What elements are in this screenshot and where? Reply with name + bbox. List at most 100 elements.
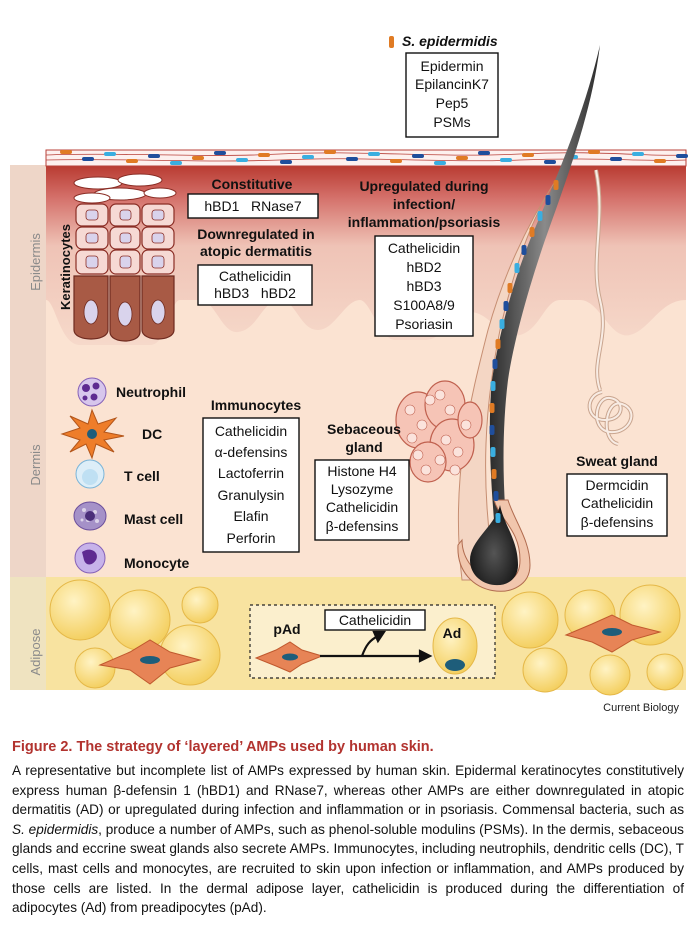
sweat-amp-box (566, 473, 668, 537)
adipocytes (49, 579, 684, 696)
sebocyte (424, 394, 436, 406)
upregulated-amp: Psoriasin (395, 316, 453, 332)
bacterium (489, 403, 495, 413)
bacterium (545, 195, 551, 205)
constitutive-amp-box (187, 193, 319, 219)
sebocyte (452, 446, 464, 458)
bacterium (456, 156, 468, 160)
sebaceous-amp: β-defensins (326, 518, 399, 534)
downregulated-title: atopic dermatitis (200, 243, 312, 259)
cell-label-dc: DC (142, 426, 162, 442)
bacterium (104, 152, 116, 156)
cell-label-t-cell: T cell (124, 468, 160, 484)
immunocytes-title: Immunocytes (211, 397, 301, 413)
downregulated-amp: Cathelicidin (219, 268, 291, 284)
bacteria-hair (489, 180, 559, 523)
upregulated-title: Upregulated during (359, 178, 488, 194)
downregulated-amp-box (197, 264, 313, 306)
sebaceous-amp: Lysozyme (331, 481, 394, 497)
layer-strip-adipose (10, 577, 46, 690)
bacterium (236, 158, 248, 162)
bacterium (610, 157, 622, 161)
sebaceous-gland-shape (395, 380, 483, 483)
bacterium (553, 180, 559, 190)
keratinocytes-label: Keratinocytes (58, 224, 73, 310)
sebaceous-amp-list: Histone H4 Lysozyme Cathelicidin β-defen… (326, 463, 399, 534)
bacteria-amp-list: Epidermin EpilancinK7 Pep5 PSMs (415, 58, 489, 130)
bacterium (544, 160, 556, 164)
differentiation-arrow (320, 630, 433, 663)
bacterium (346, 157, 358, 161)
bacterium (676, 154, 688, 158)
bacterium (390, 159, 402, 163)
immunocyte-amp: α-defensins (215, 444, 288, 460)
upregulated-amp-box (374, 235, 474, 337)
ad-cell (432, 617, 478, 675)
bacterium (126, 159, 138, 163)
bacterium (499, 319, 505, 329)
caption-title: Figure 2. The strategy of ‘layered’ AMPs… (12, 739, 434, 755)
bacterium (632, 152, 644, 156)
bacterium (521, 245, 527, 255)
sweat-title: Sweat gland (576, 453, 658, 469)
immunocytes-amp-box (202, 417, 300, 553)
immune-cell-labels: Neutrophil DC T cell Mast cell Monocyte (116, 384, 190, 571)
caption-body-italic: S. epidermidis (12, 821, 99, 837)
dermis-label: Dermis (28, 444, 43, 486)
bacterium (148, 154, 160, 158)
caption-body-part: A representative but incomplete list of … (12, 763, 684, 818)
bacterium (302, 155, 314, 159)
mast-cell-icon (73, 501, 107, 531)
skin-amp-diagram: S. epidermidis Epidermin EpilancinK7 Pep… (10, 33, 688, 714)
upregulated-title: inflammation/psoriasis (348, 214, 501, 230)
bacterium (192, 156, 204, 160)
bacteria-title: S. epidermidis (402, 33, 498, 49)
epidermis-label: Epidermis (28, 233, 43, 291)
adipose-label: Adipose (28, 629, 43, 676)
diagram-svg: S. epidermidis Epidermin EpilancinK7 Pep… (10, 33, 688, 714)
hair-bulb (470, 505, 518, 586)
bacterium (82, 157, 94, 161)
bacteria-amp: EpilancinK7 (415, 76, 489, 92)
sebocyte (449, 464, 461, 476)
sebocyte (420, 464, 432, 476)
caption-body-part: , produce a number of AMPs, such as phen… (12, 821, 684, 916)
sebaceous-amp: Histone H4 (327, 463, 396, 479)
upregulated-amp-list: Cathelicidin hBD2 hBD3 S100A8/9 Psoriasi… (388, 240, 460, 332)
bacterium-legend-icon (389, 36, 394, 48)
bacterium (280, 160, 292, 164)
hair-shaft (489, 45, 600, 520)
bacterium (491, 469, 497, 479)
adipose-amp-box (324, 609, 426, 631)
bacterium (500, 158, 512, 162)
bacterium (214, 151, 226, 155)
upregulated-amp: hBD3 (406, 278, 441, 294)
sebaceous-title: gland (345, 439, 382, 455)
bacterium (588, 150, 600, 154)
sebocyte (460, 419, 472, 431)
sweat-amp: Dermcidin (585, 477, 648, 493)
bacterium (478, 151, 490, 155)
upregulated-amp: Cathelicidin (388, 240, 460, 256)
keratinocyte-column (73, 173, 177, 342)
bacterium (654, 159, 666, 163)
preadipocyte-right (564, 614, 662, 653)
bacteria-amp: PSMs (433, 114, 470, 130)
sebocyte (412, 449, 424, 461)
bacterium (368, 152, 380, 156)
bacterium (434, 161, 446, 165)
bacterium (495, 513, 501, 523)
sebaceous-amp: Cathelicidin (326, 499, 398, 515)
bacterium (489, 425, 495, 435)
ad-label: Ad (443, 625, 462, 641)
sebaceous-cells (404, 389, 472, 476)
sebocyte (416, 419, 428, 431)
t-cell-icon (75, 459, 105, 489)
upregulated-amp: hBD2 (406, 259, 441, 275)
bacterium (503, 301, 509, 311)
bacteria-amp-box (405, 52, 499, 138)
bacterium (522, 153, 534, 157)
dc-icon (60, 408, 125, 460)
bacterium (490, 381, 496, 391)
credit-text: Current Biology (603, 702, 679, 714)
